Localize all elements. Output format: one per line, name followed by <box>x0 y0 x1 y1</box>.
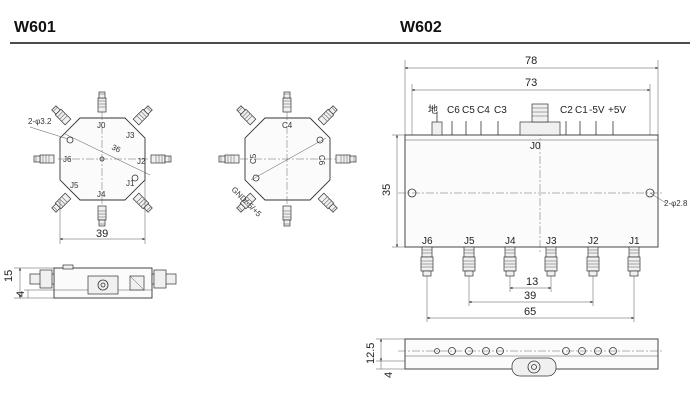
w602-side-dim-base: 4 <box>383 372 395 378</box>
w602-pin-gnd: 地 <box>428 103 438 116</box>
w601-port-j4: J4 <box>97 190 106 199</box>
w601-dim-height: 15 <box>3 270 15 282</box>
w602-dim-39: 39 <box>524 290 536 302</box>
w601-rear-c5: C5 <box>249 153 258 164</box>
w602-pin-c3: C3 <box>494 105 507 116</box>
w601-port-j1: J1 <box>126 179 135 188</box>
w602-port-j6: J6 <box>422 236 433 247</box>
w601-port-j5: J5 <box>70 181 79 190</box>
w601-rear-c6: C6 <box>317 155 326 166</box>
w602-front-view: 78 73 地 C6 C5 C4 C3 C2 C1 <box>381 55 688 322</box>
w602-hole-note: 2-φ2.8 <box>664 199 688 208</box>
w602-dim-height: 35 <box>381 184 393 196</box>
w601-port-j0: J0 <box>97 121 106 130</box>
w602-pin-c6: C6 <box>447 105 460 116</box>
w602-dim-13: 13 <box>526 276 538 288</box>
w602-port-j2: J2 <box>588 236 599 247</box>
w602-pin-c1: C1 <box>575 105 588 116</box>
w601-dim-base: 4 <box>15 291 27 297</box>
w602-port-j3: J3 <box>546 236 557 247</box>
w602-port-j5: J5 <box>464 236 475 247</box>
w602-pin-c4: C4 <box>477 105 490 116</box>
w601-side-view: 15 4 <box>3 264 177 299</box>
w601-rear-c4: C4 <box>282 121 293 130</box>
w602-port-j1: J1 <box>629 236 640 247</box>
w602-input-port: J0 <box>530 141 541 152</box>
w602-dim-65: 65 <box>524 306 536 318</box>
w601-top-view: J0 J1 J2 J3 J4 J5 J6 2-φ3.2 36 39 <box>28 91 172 244</box>
w602-pin-neg5v: -5V <box>589 105 605 116</box>
w601-port-j6: J6 <box>63 155 72 164</box>
w601-dim-diag: 36 <box>110 143 122 155</box>
w602-dim-holes: 73 <box>525 77 537 89</box>
w602-pin-pos5v: +5V <box>608 105 626 116</box>
w601-port-j2: J2 <box>137 157 146 166</box>
w602-pin-c2: C2 <box>560 105 573 116</box>
w602-pin-c5: C5 <box>462 105 475 116</box>
w601-title: W601 <box>14 19 56 36</box>
w601-dim-width: 39 <box>96 228 108 240</box>
w602-dim-total: 78 <box>525 55 537 67</box>
w601-hole-note: 2-φ3.2 <box>28 117 52 126</box>
w601-port-j3: J3 <box>126 131 135 140</box>
w602-port-j4: J4 <box>505 236 516 247</box>
w602-side-dim-top: 12.5 <box>365 343 377 364</box>
w602-side-view: 12.5 4 <box>365 338 664 378</box>
w601-rear-view: C4 C5 C6 GND/-5/+5 <box>218 91 357 227</box>
w602-title: W602 <box>400 19 442 36</box>
